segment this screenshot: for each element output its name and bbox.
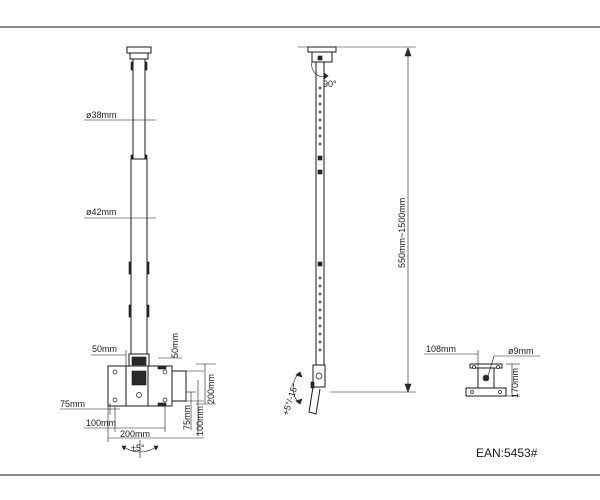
plate-height-label: 170mm [510,368,520,398]
hole-spacing-100-vertical-label: 100mm [195,406,205,436]
swivel-label: ±5° [131,443,145,453]
top-tilt-label: 90° [323,79,337,89]
upper-tube-diameter-label: ø38mm [86,110,117,120]
ceiling-plate-detail: 108mm ø9mm 170mm [424,344,540,398]
lower-tube-diameter-label: ø42mm [86,207,117,217]
hole-spacing-200-horizontal-label: 200mm [120,429,150,439]
front-ceiling-cap [126,46,152,54]
hole-spacing-100-horizontal-label: 100mm [86,418,116,428]
upper-tube [132,58,146,160]
side-view: 90° +5°/-15° [280,46,416,417]
hole-spacing-75-vertical-label: 75mm [182,405,192,430]
bracket-width-label: 50mm [92,344,117,354]
hole-spacing-200-vertical-label: 200mm [206,374,216,404]
hole-diameter-label: ø9mm [508,346,534,356]
plate-offset-label: 75mm [60,399,85,409]
ean-code: EAN:5453# [476,446,538,460]
lower-tube [130,158,148,355]
front-view: ø38mm ø42mm 50mm 50mm 75mm [60,46,216,458]
side-ceiling-cap [307,46,337,53]
bracket-height-label: 50mm [170,333,180,358]
vesa-plate-right [147,365,173,407]
tilt-range-label: +5°/-15° [280,382,300,417]
plate-width-label: 108mm [426,344,456,354]
length-range-label: 550mm~1500mm [397,198,407,268]
